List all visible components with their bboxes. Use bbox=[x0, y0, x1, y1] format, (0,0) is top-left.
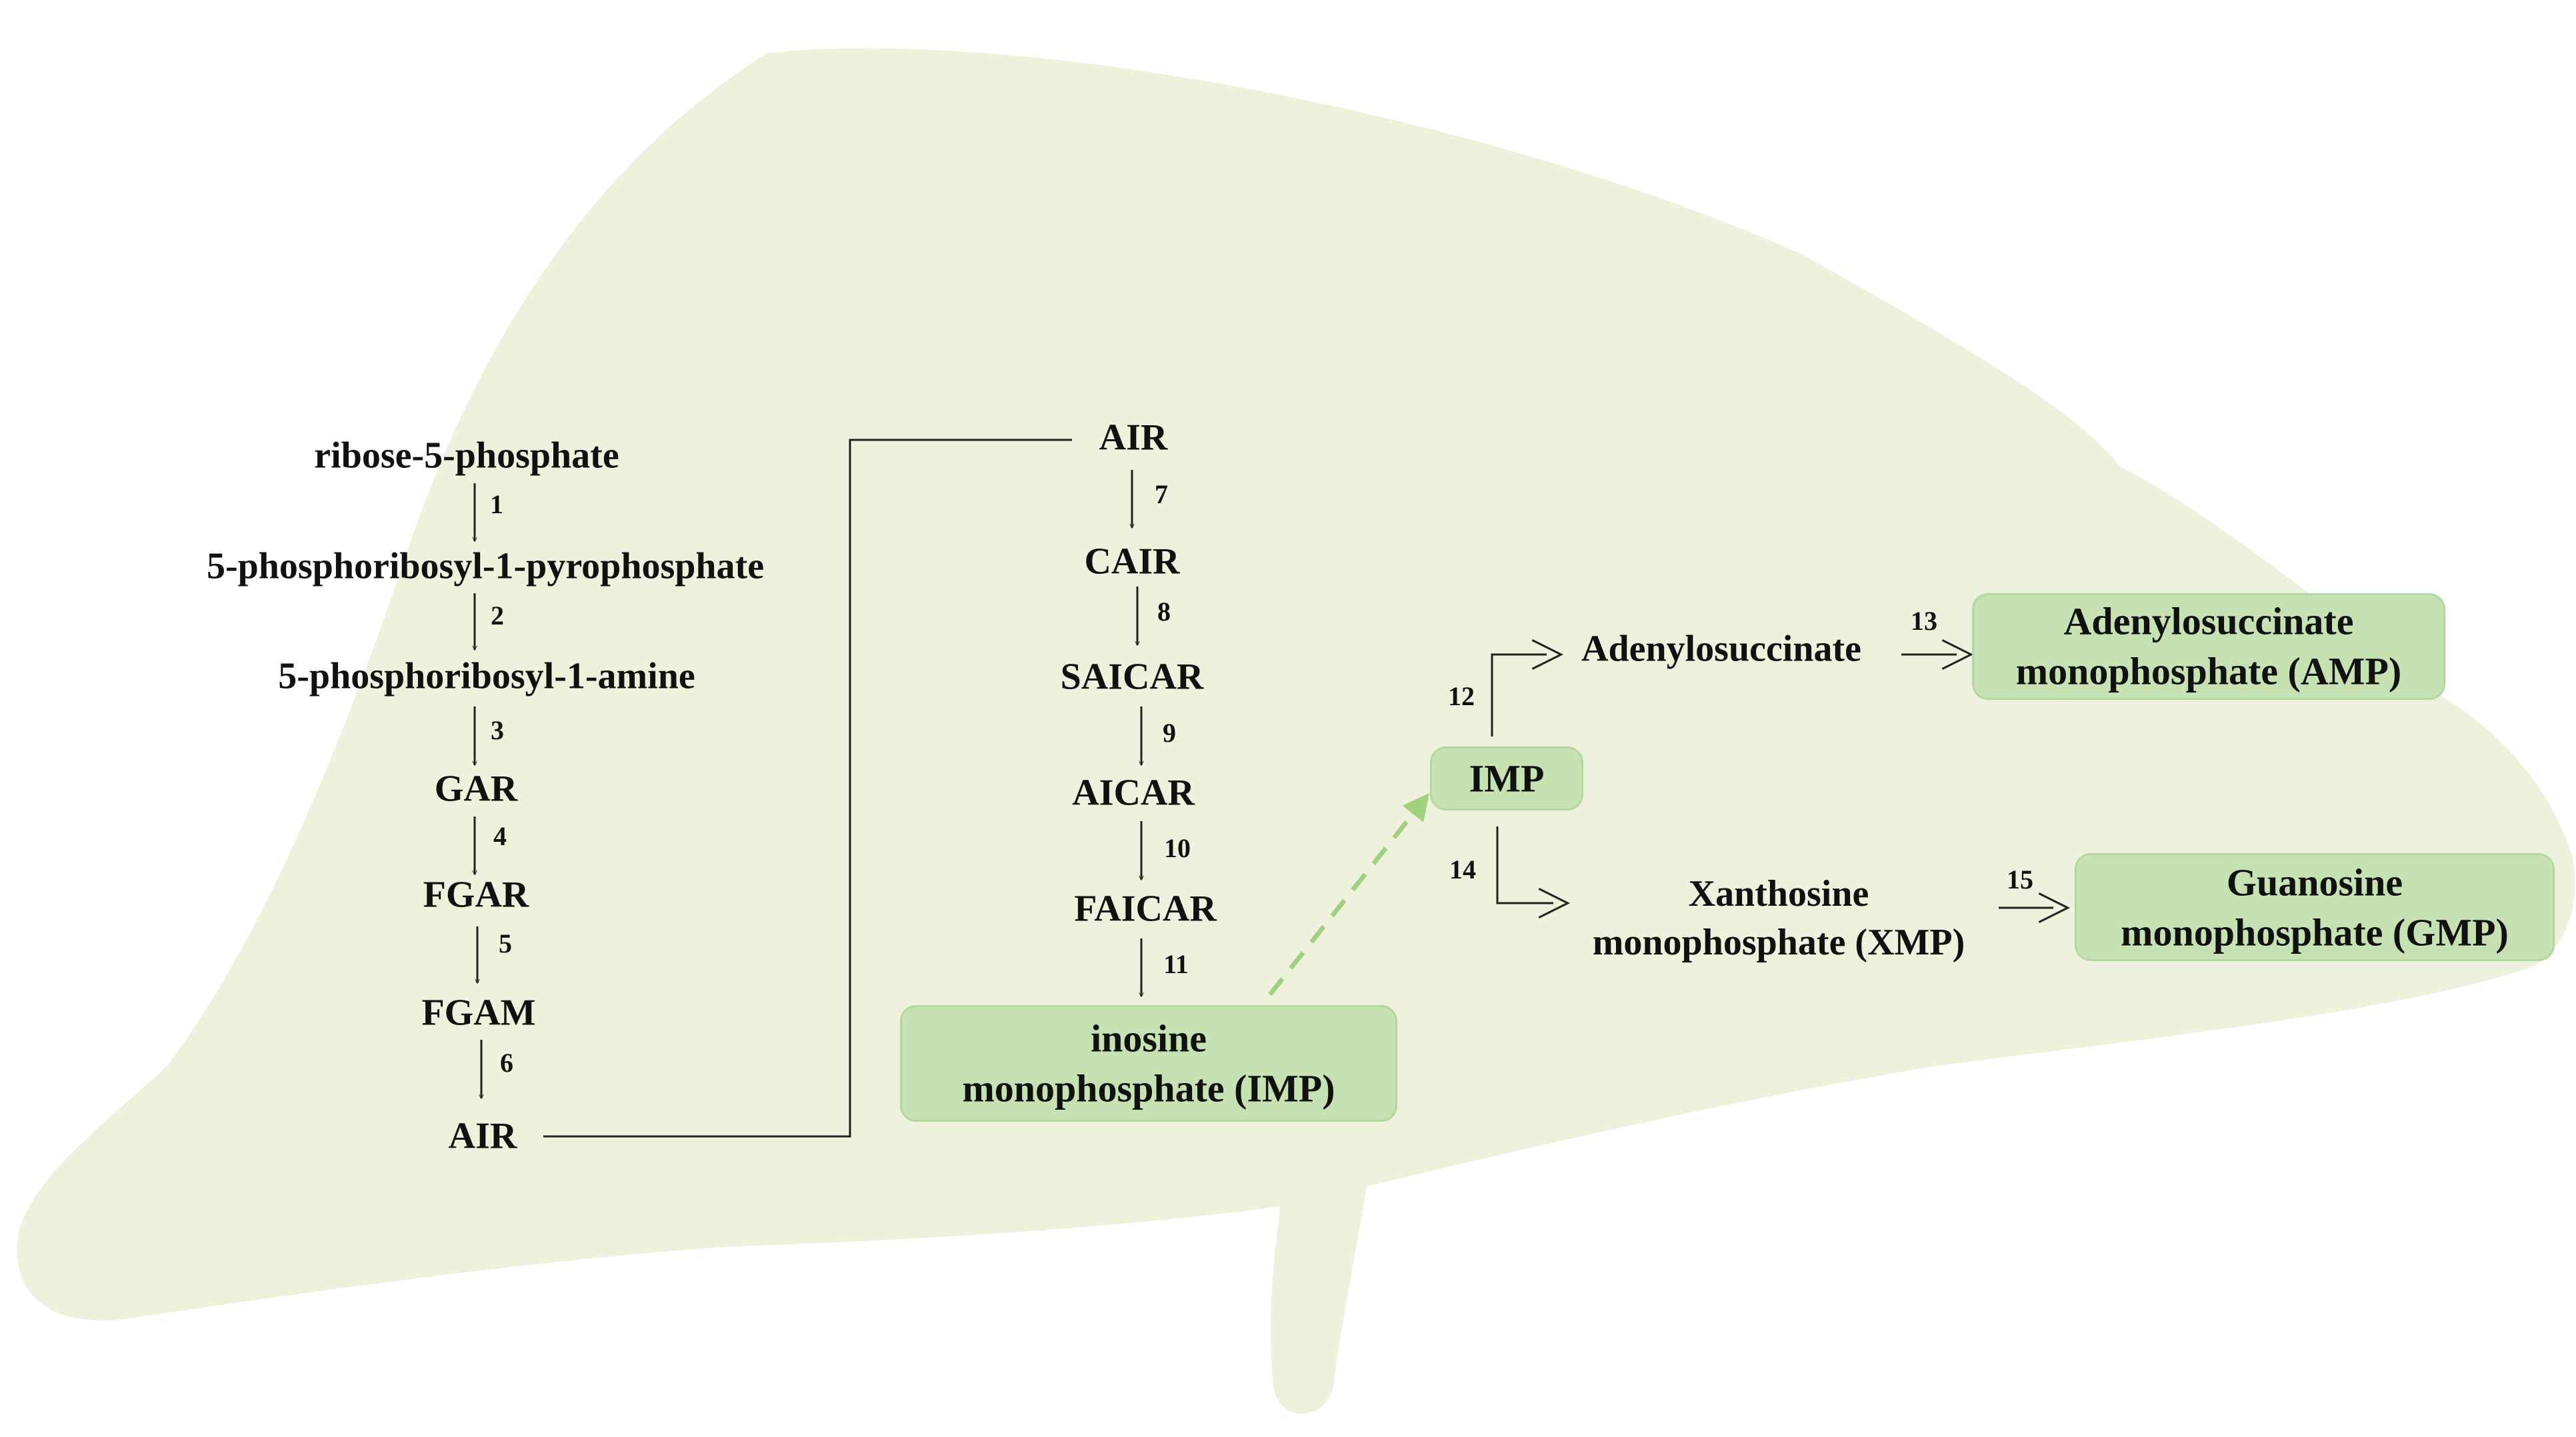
dashed-green-arrow bbox=[1268, 792, 1430, 996]
metabolite-prpp: 5-phosphoribosyl-1-pyrophosphate bbox=[206, 545, 765, 587]
amp-product-box bbox=[1972, 593, 2445, 700]
step-number-11: 11 bbox=[1163, 949, 1189, 979]
liver-silhouette-icon bbox=[17, 48, 2575, 1414]
step-number-15: 15 bbox=[2007, 864, 2033, 894]
metabolite-faicar: FAICAR bbox=[1074, 888, 1217, 930]
step-number-5: 5 bbox=[499, 928, 512, 958]
step-number-3: 3 bbox=[491, 715, 504, 745]
imp-hub-box bbox=[1430, 746, 1583, 810]
metabolite-cair: CAIR bbox=[1084, 541, 1180, 583]
metabolite-fgar: FGAR bbox=[423, 874, 529, 916]
metabolite-aicar: AICAR bbox=[1072, 772, 1195, 814]
imp-product-label: inosine monophosphate (IMP) bbox=[962, 1016, 1335, 1110]
metabolite-adenylosuccinate: Adenylosuccinate bbox=[1581, 628, 1861, 670]
step-number-13: 13 bbox=[1911, 606, 1937, 636]
metabolite-fgam: FGAM bbox=[421, 992, 536, 1034]
metabolite-phosphoribosylamine: 5-phosphoribosyl-1-amine bbox=[278, 655, 695, 697]
metabolite-xmp: Xanthosine monophosphate (XMP) bbox=[1592, 873, 1965, 963]
step-number-8: 8 bbox=[1157, 597, 1171, 627]
imp-product-box bbox=[900, 1005, 1397, 1122]
step-number-12: 12 bbox=[1448, 681, 1475, 711]
branch-to-adenylosuccinate-arrow bbox=[1491, 639, 1564, 736]
gmp-product-label: Guanosine monophosphate (GMP) bbox=[2121, 860, 2509, 954]
step-number-14: 14 bbox=[1449, 854, 1476, 884]
metabolite-air-middle: AIR bbox=[1099, 417, 1168, 459]
step-number-6: 6 bbox=[500, 1048, 513, 1078]
step-number-10: 10 bbox=[1164, 833, 1191, 863]
left-column-arrows bbox=[475, 483, 481, 1098]
gmp-product-box bbox=[2075, 853, 2555, 961]
branch-to-xmp-arrow bbox=[1496, 826, 1571, 919]
metabolite-ribose-5-phosphate: ribose-5-phosphate bbox=[314, 435, 619, 477]
air-connector-line bbox=[543, 439, 1072, 1138]
step-number-7: 7 bbox=[1155, 479, 1168, 509]
step-number-2: 2 bbox=[491, 601, 504, 631]
step-number-4: 4 bbox=[493, 821, 507, 851]
step-number-9: 9 bbox=[1163, 718, 1176, 748]
middle-column-arrows bbox=[1132, 470, 1141, 996]
metabolite-air-left: AIR bbox=[448, 1115, 517, 1157]
step-number-1: 1 bbox=[490, 489, 503, 519]
metabolite-saicar: SAICAR bbox=[1060, 656, 1204, 698]
imp-hub-label: IMP bbox=[1469, 756, 1545, 800]
metabolite-gar: GAR bbox=[434, 768, 518, 810]
amp-product-label: Adenylosuccinate monophosphate (AMP) bbox=[2015, 599, 2402, 693]
